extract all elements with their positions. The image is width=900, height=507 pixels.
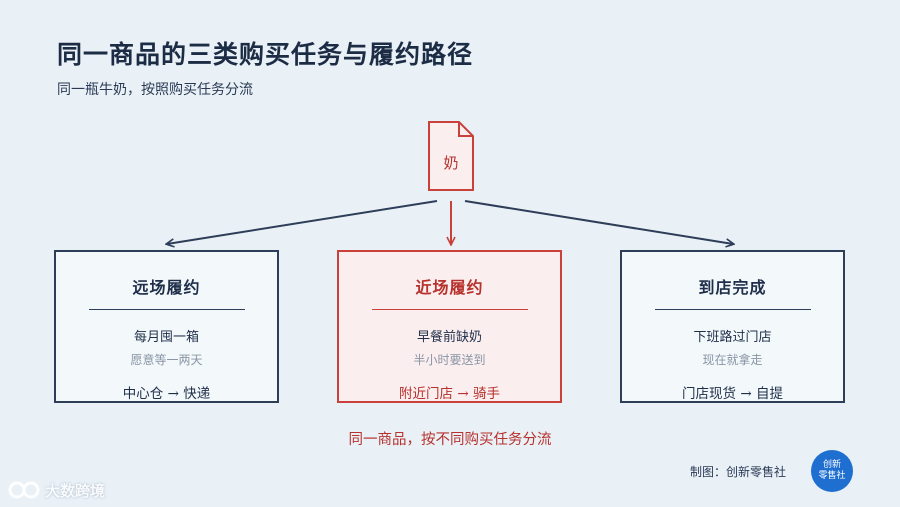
card-near-fulfillment: 近场履约 早餐前缺奶 半小时要送到 附近门店 → 骑手 [337,250,562,403]
card-title: 远场履约 [132,278,201,297]
card-route: 中心仓 → 快递 [122,386,211,402]
card-in-store: 到店完成 下班路过门店 现在就拿走 门店现货 → 自提 [620,250,845,403]
watermark-logo-icon [8,481,40,499]
card-title: 近场履约 [415,278,484,297]
summary-note: 同一商品，按不同购买任务分流 [348,432,552,448]
card-expectation: 半小时要送到 [413,353,486,367]
document-icon [428,121,474,191]
card-expectation: 现在就拿走 [702,353,763,367]
card-title: 到店完成 [698,278,767,297]
card-divider [88,309,245,310]
page-subtitle: 同一瓶牛奶，按照购买任务分流 [57,82,253,98]
card-divider [654,309,811,310]
card-route: 门店现货 → 自提 [682,386,783,402]
page-title: 同一商品的三类购买任务与履约路径 [57,40,474,69]
brand-badge: 创新 零售社 [811,450,853,492]
badge-line2: 零售社 [818,471,846,481]
card-route: 附近门店 → 骑手 [399,386,500,402]
arrow-right [464,200,733,244]
badge-line1: 创新 [822,460,841,470]
card-scenario: 下班路过门店 [693,330,772,345]
card-far-fulfillment: 远场履约 每月囤一箱 愿意等一两天 中心仓 → 快递 [54,250,279,403]
watermark-text: 大数跨境 [45,481,106,500]
credit-text: 制图：创新零售社 [690,465,787,479]
watermark: 大数跨境 [8,478,105,502]
card-scenario: 早餐前缺奶 [416,330,482,345]
arrow-left [167,200,438,244]
card-divider [371,309,528,310]
card-scenario: 每月囤一箱 [133,330,199,345]
product-label: 奶 [443,154,459,172]
card-expectation: 愿意等一两天 [130,353,203,367]
